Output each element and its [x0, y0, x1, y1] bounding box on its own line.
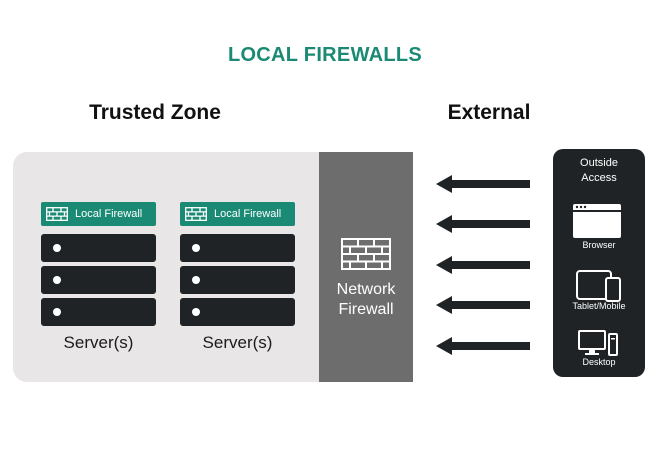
network-firewall-line2: Firewall	[338, 301, 394, 318]
arrow-left-icon	[436, 296, 530, 314]
external-heading: External	[447, 101, 531, 124]
server-unit	[41, 266, 156, 294]
brick-wall-icon	[341, 238, 391, 270]
arrow-left-icon	[436, 215, 530, 233]
status-light	[192, 276, 200, 284]
local-firewall-badge: Local Firewall	[180, 202, 295, 226]
server-stack: Local Firewall Server(s)	[41, 202, 156, 362]
server-unit	[41, 234, 156, 262]
server-unit	[180, 266, 295, 294]
outside-access-panel	[553, 149, 645, 377]
server-label: Server(s)	[202, 333, 273, 352]
network-firewall-line1: Network	[336, 281, 396, 298]
diagram-title: LOCAL FIREWALLS	[227, 44, 423, 66]
desktop-icon	[578, 330, 618, 356]
server-stack: Local Firewall Server(s)	[180, 202, 295, 362]
arrow-left-icon	[436, 337, 530, 355]
desktop-label: Desktop	[582, 357, 616, 367]
browser-icon	[573, 204, 621, 238]
server-unit	[41, 298, 156, 326]
local-firewall-badge: Local Firewall	[41, 202, 156, 226]
tablet-mobile-icon	[576, 270, 621, 302]
status-light	[192, 244, 200, 252]
tablet-mobile-label: Tablet/Mobile	[572, 301, 626, 311]
server-label: Server(s)	[63, 333, 134, 352]
status-light	[192, 308, 200, 316]
outside-access-line1: Outside	[580, 157, 618, 169]
local-firewall-label: Local Firewall	[75, 208, 143, 220]
browser-label: Browser	[582, 240, 616, 250]
brick-wall-icon	[46, 207, 68, 221]
arrow-left-icon	[436, 256, 530, 274]
local-firewall-label: Local Firewall	[214, 208, 282, 220]
status-light	[53, 308, 61, 316]
brick-wall-icon	[185, 207, 207, 221]
outside-access-label: Outside Access	[553, 156, 645, 186]
outside-access-line2: Access	[581, 172, 617, 184]
server-unit	[180, 298, 295, 326]
trusted-zone-heading: Trusted Zone	[89, 101, 221, 124]
network-firewall-label: Network Firewall	[319, 280, 413, 320]
arrow-left-icon	[436, 175, 530, 193]
status-light	[53, 276, 61, 284]
server-unit	[180, 234, 295, 262]
status-light	[53, 244, 61, 252]
